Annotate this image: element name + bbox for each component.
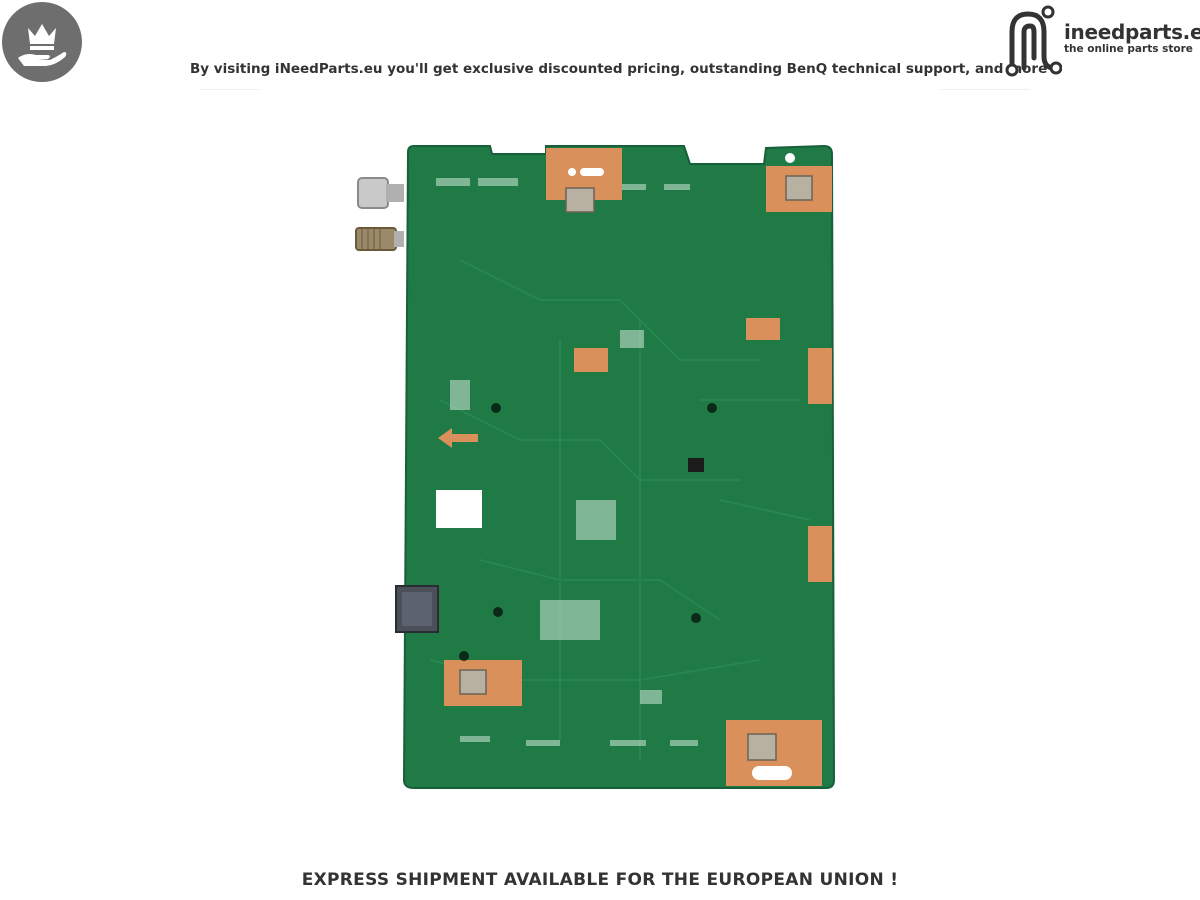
product-image bbox=[340, 140, 850, 800]
promo-tagline: By visiting iNeedParts.eu you'll get exc… bbox=[190, 61, 1048, 77]
side-connector bbox=[395, 585, 439, 633]
crown-hand-icon bbox=[2, 2, 82, 82]
circuit-n-logo-icon bbox=[1005, 5, 1062, 77]
brand-subtitle: the online parts store bbox=[1064, 43, 1193, 55]
brand-name: ineedparts.eu bbox=[1064, 20, 1200, 44]
crown-hand-graphic bbox=[18, 24, 67, 66]
f-connector bbox=[355, 227, 404, 251]
header-divider bbox=[200, 89, 260, 90]
brand-logo[interactable]: ineedparts.eu the online parts store bbox=[1002, 2, 1200, 78]
shipping-notice: EXPRESS SHIPMENT AVAILABLE FOR THE EUROP… bbox=[301, 870, 899, 890]
pcb-board bbox=[355, 144, 836, 789]
header-divider bbox=[940, 89, 1030, 90]
rf-connector bbox=[357, 177, 404, 209]
